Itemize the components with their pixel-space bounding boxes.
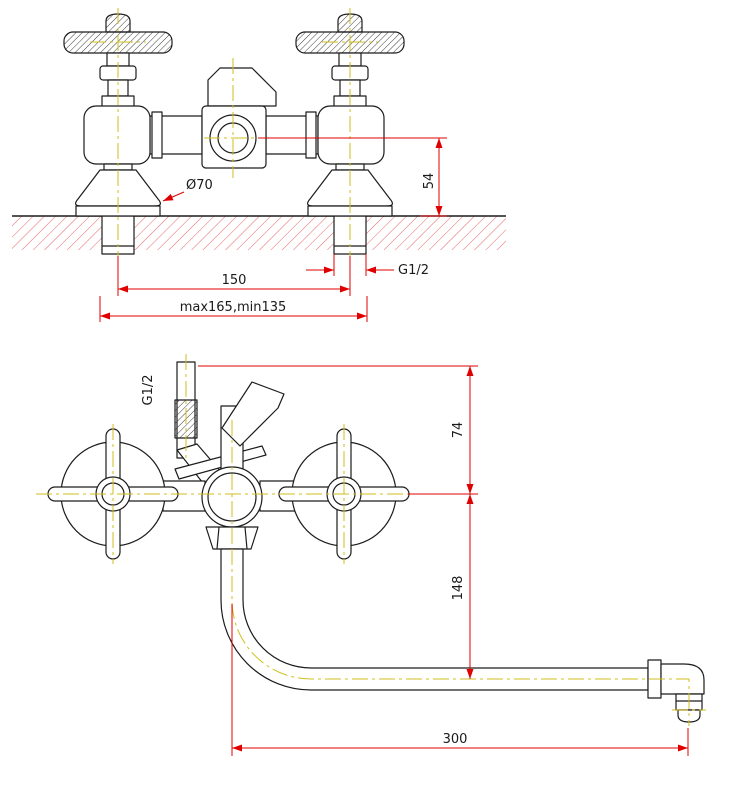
bottom-view-centerlines (36, 354, 706, 726)
top-view-centerlines (90, 8, 378, 262)
dim-label-shower-thread: G1/2 (141, 375, 156, 406)
dim-label-spout-to-wall: 54 (422, 173, 437, 190)
dim-label-drop-height: 148 (451, 576, 466, 601)
bottom-view-profile: G1/2 74 148 300 (36, 354, 706, 756)
faucet-body-front (83, 67, 385, 169)
long-spout (220, 548, 705, 723)
dim-label-thread-size-top: G1/2 (398, 263, 429, 278)
bottom-view-dimensions (198, 365, 689, 756)
top-view-dimensions (99, 137, 447, 322)
top-nozzle-assembly (220, 381, 285, 477)
dim-label-spout-reach: 300 (443, 732, 468, 747)
dim-label-adjust-range: max165,min135 (180, 300, 287, 315)
dim-label-top-height: 74 (451, 422, 466, 439)
top-view-installation: Ø70 54 G1/2 150 max165,min135 (12, 8, 506, 322)
dim-label-hole-spacing: 150 (222, 273, 247, 288)
diverter-nozzle (221, 381, 285, 447)
dim-label-flange-diameter: Ø70 (186, 178, 213, 193)
diverter-spout-front (207, 67, 277, 107)
wall-section (12, 215, 506, 250)
